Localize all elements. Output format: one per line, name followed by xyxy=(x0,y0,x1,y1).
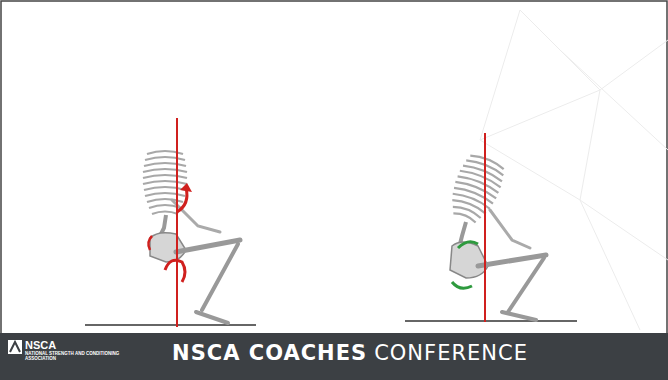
rib xyxy=(145,193,185,196)
ground-line xyxy=(85,324,256,326)
plumb-line xyxy=(176,118,178,327)
femur xyxy=(478,255,546,266)
footer-text: NSCA COACHES xyxy=(172,342,367,365)
watermark-lines xyxy=(480,10,668,330)
tibia xyxy=(202,244,238,310)
tibia xyxy=(508,258,544,312)
ground-line xyxy=(405,320,577,322)
arm xyxy=(172,200,220,232)
logo-text: NATIONAL STRENGTH AND CONDITIONING ASSOC… xyxy=(25,352,120,362)
rib-cage xyxy=(143,151,187,214)
rib xyxy=(143,175,187,178)
pelvis xyxy=(150,233,186,262)
arrow-head xyxy=(180,183,192,192)
neutral-mark xyxy=(452,282,472,288)
tilt-arrow xyxy=(177,188,187,212)
rib xyxy=(143,169,187,172)
rib xyxy=(144,163,186,166)
curve-mark xyxy=(165,260,185,282)
foot xyxy=(502,312,536,320)
rib xyxy=(144,187,186,190)
femur xyxy=(176,240,240,252)
foot xyxy=(196,312,228,323)
logo-icon xyxy=(8,340,22,354)
footer-bar xyxy=(0,333,668,380)
plumb-line xyxy=(484,133,486,322)
watermark xyxy=(480,10,668,330)
logo-text: NSCA xyxy=(25,339,85,351)
spine xyxy=(460,222,466,244)
pelvis xyxy=(450,242,488,278)
logo-mark xyxy=(10,342,20,352)
rib xyxy=(453,211,476,222)
footer-text: CONFERENCE xyxy=(374,342,528,365)
rib xyxy=(152,212,178,215)
curve-mark xyxy=(148,236,152,250)
arm xyxy=(490,210,530,248)
rib-cage xyxy=(444,151,508,226)
rib xyxy=(145,157,185,160)
footer-title: NSCA COACHES CONFERENCE xyxy=(120,342,580,365)
neutral-mark xyxy=(458,242,478,248)
rib xyxy=(143,181,187,184)
